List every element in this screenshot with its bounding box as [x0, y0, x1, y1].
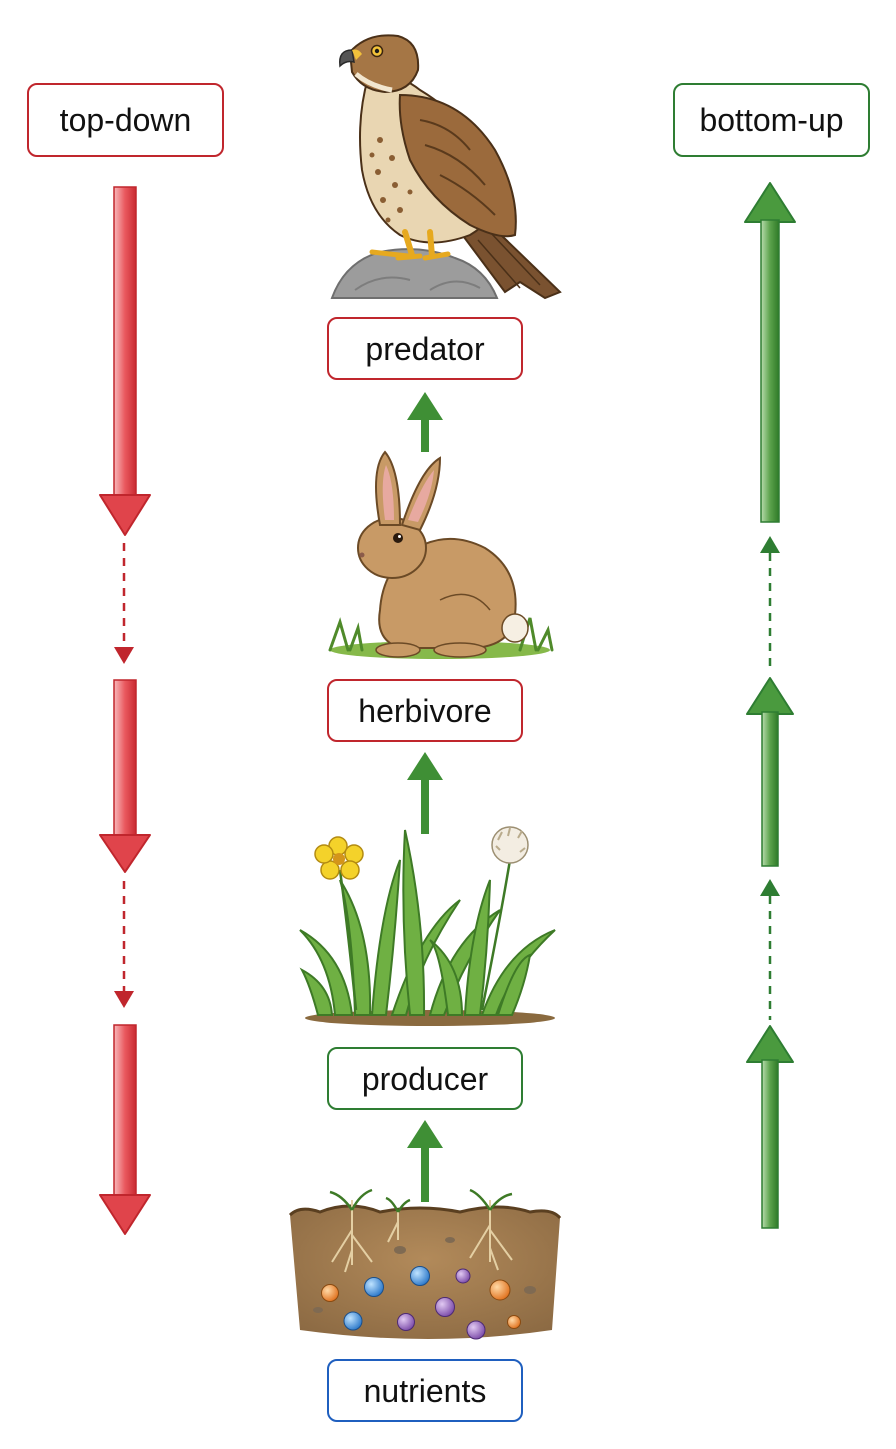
top-down-arrow-3 [99, 1024, 151, 1235]
top-down-label: top-down [27, 83, 224, 157]
bottom-up-arrow-2 [746, 677, 794, 867]
predator-label: predator [327, 317, 523, 380]
flow-arrow-herbivore-to-predator [407, 392, 443, 452]
flow-arrow-nutrients-to-producer [407, 1120, 443, 1202]
top-down-arrow-2 [99, 679, 151, 873]
soil-nutrients-icon [288, 1188, 562, 1340]
bottom-up-dashed-arrow-1 [760, 536, 780, 672]
bottom-up-label: bottom-up [673, 83, 870, 157]
bottom-up-arrow-1 [744, 182, 796, 523]
top-down-dashed-arrow-1 [114, 543, 134, 664]
producer-label: producer [327, 1047, 523, 1110]
hawk-icon [330, 34, 562, 300]
bottom-up-dashed-arrow-2 [760, 879, 780, 1020]
top-down-dashed-arrow-2 [114, 881, 134, 1008]
nutrients-label: nutrients [327, 1359, 523, 1422]
bottom-up-arrow-3 [746, 1025, 794, 1229]
rabbit-icon [328, 450, 554, 659]
top-down-arrow-1 [99, 186, 151, 536]
herbivore-label: herbivore [327, 679, 523, 742]
grass-flowers-icon [299, 826, 556, 1026]
flow-arrow-producer-to-herbivore [407, 752, 443, 834]
